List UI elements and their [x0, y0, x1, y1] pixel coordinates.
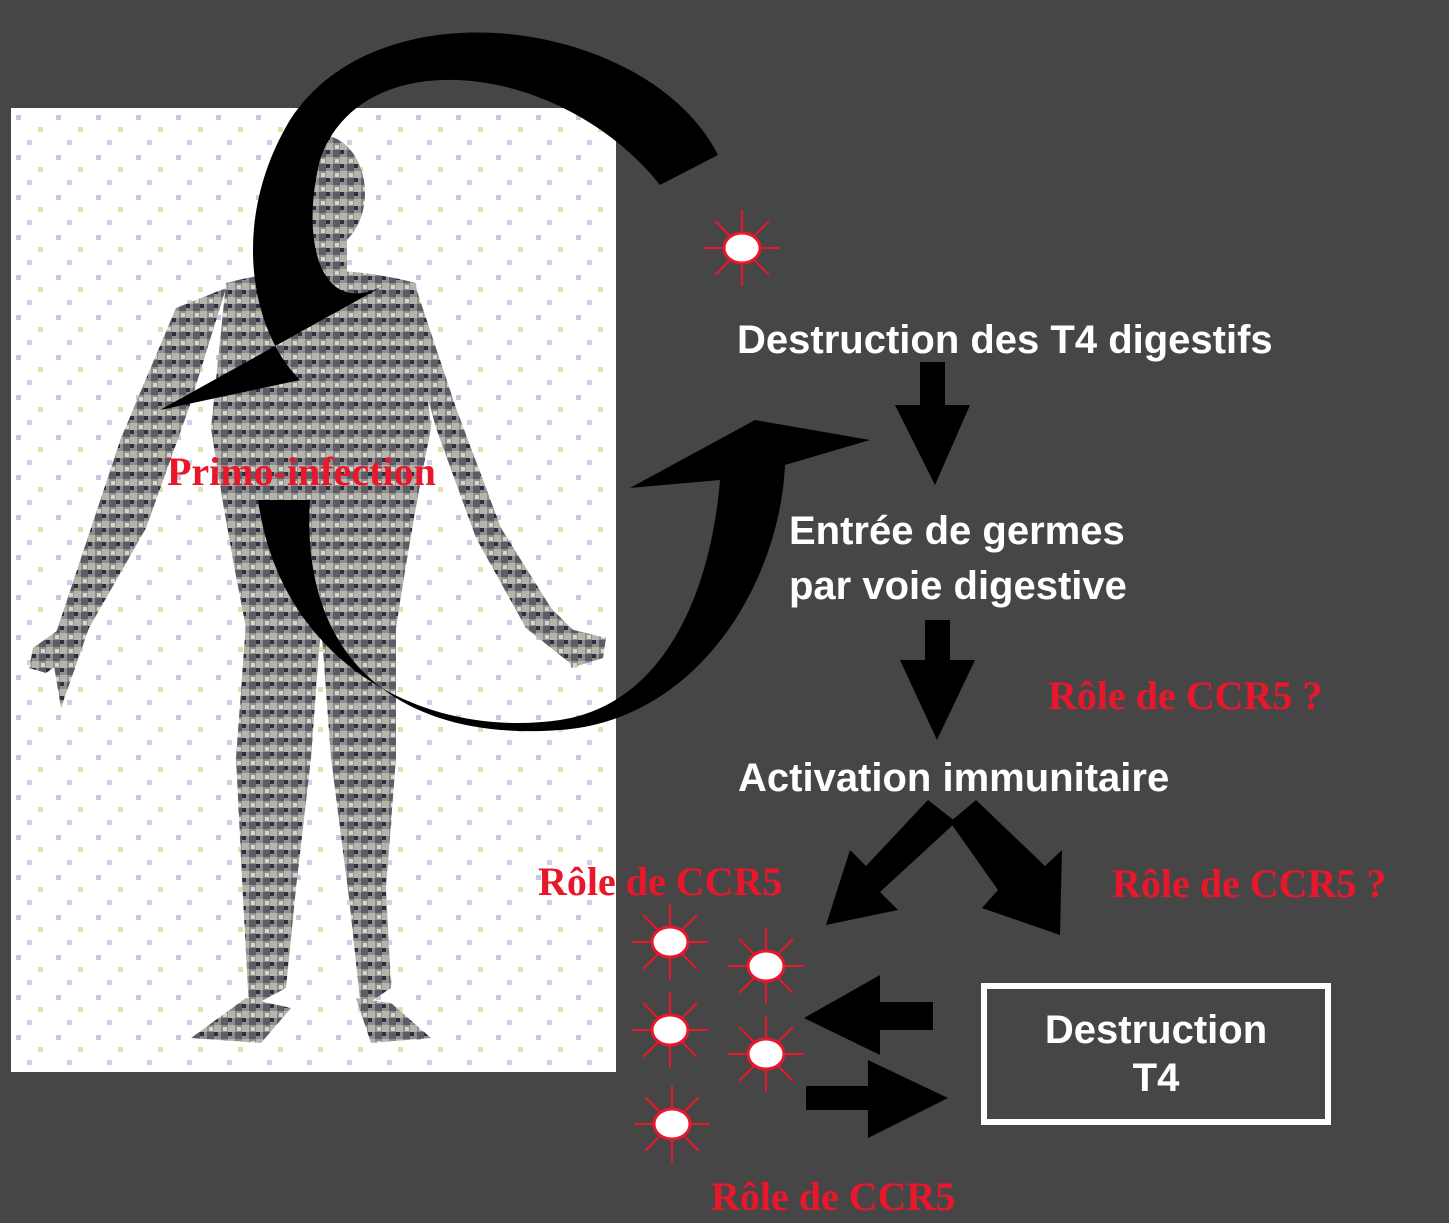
step-entree-germes-line1: Entrée de germes: [789, 507, 1125, 555]
cycle-arrow-top-icon: [160, 32, 718, 410]
virus-cell-icon: [728, 1016, 804, 1092]
virus-cell-icon: [728, 928, 804, 1004]
ccr5-note-left: Rôle de CCR5: [538, 858, 782, 905]
primo-infection-label: Primo-infection: [167, 448, 436, 495]
virus-cell-icon: [632, 992, 708, 1068]
virus-cell-icon: [704, 210, 780, 286]
virus-cell-icon: [632, 904, 708, 980]
ccr5-note-bottom: Rôle de CCR5: [711, 1173, 955, 1220]
destruction-t4-box: Destruction T4: [981, 983, 1331, 1125]
down-arrow-icon: [900, 620, 975, 740]
ccr5-note-right: Rôle de CCR5 ?: [1112, 860, 1386, 907]
box-label-line2: T4: [1133, 1054, 1180, 1102]
box-label-line1: Destruction: [1045, 1006, 1267, 1054]
step-destruction-t4-digestifs: Destruction des T4 digestifs: [737, 316, 1273, 364]
right-arrow-icon: [806, 1060, 948, 1138]
left-arrow-icon: [804, 975, 933, 1055]
diagonal-arrow-right-icon: [950, 800, 1062, 935]
down-arrow-icon: [895, 362, 970, 485]
virus-cell-icon: [634, 1086, 710, 1162]
ccr5-note-upper: Rôle de CCR5 ?: [1048, 672, 1322, 719]
diagonal-arrow-left-icon: [826, 800, 956, 925]
step-entree-germes-line2: par voie digestive: [789, 562, 1127, 610]
step-activation-immunitaire: Activation immunitaire: [738, 754, 1169, 802]
